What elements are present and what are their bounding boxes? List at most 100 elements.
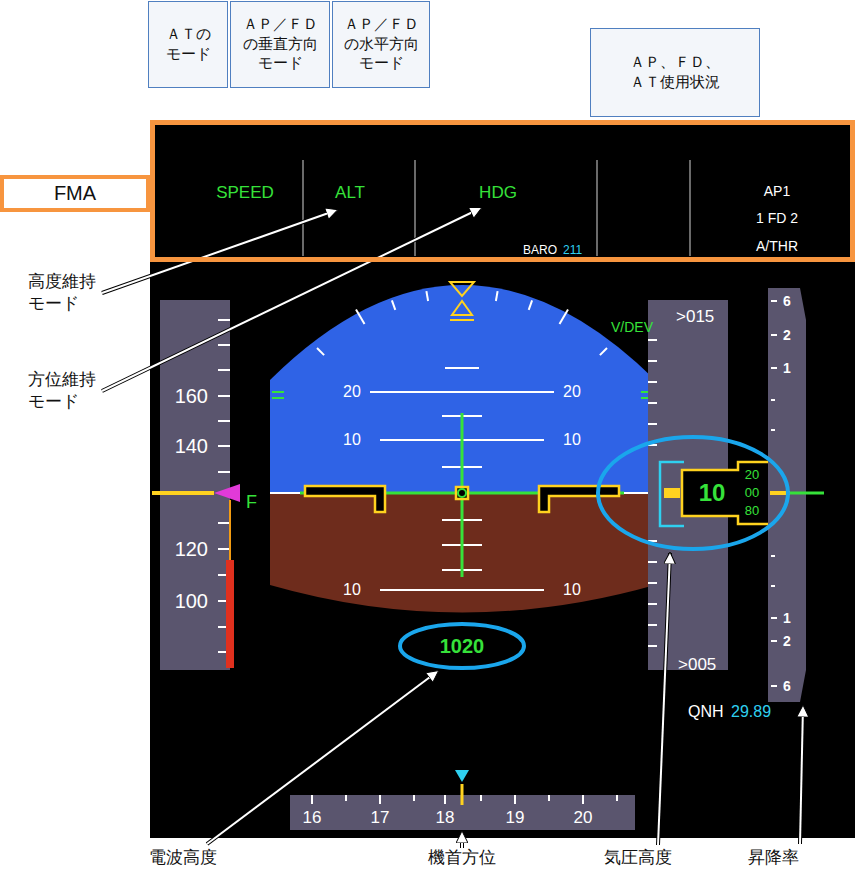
- vertical-speed-tape: [771, 555, 775, 557]
- altitude-tape: [648, 381, 657, 383]
- leader-arrow: [800, 706, 803, 844]
- heading-scale: [461, 784, 464, 805]
- attitude-indicator: [305, 486, 385, 512]
- leader-arrow: [207, 671, 438, 844]
- heading-scale: [548, 795, 550, 801]
- leader-arrow: [102, 208, 481, 391]
- fma-tag-box: FMA: [0, 175, 150, 212]
- speed-scale-number: 100: [175, 589, 208, 613]
- heading-scale-number: 16: [303, 808, 322, 828]
- altitude-tape: [648, 340, 657, 646]
- altitude-tape: [664, 488, 680, 498]
- leader-arrow: [102, 208, 481, 391]
- leader-arrow: [102, 210, 337, 293]
- speed-tape: [214, 484, 240, 502]
- pitch-scale-number: 10: [343, 580, 361, 599]
- speed-tape: [218, 522, 230, 524]
- attitude-indicator: [456, 487, 468, 499]
- leader-arrow: [102, 208, 803, 848]
- heading-scale: [311, 795, 313, 804]
- heading-scale-number: 19: [506, 808, 525, 828]
- vertical-speed-tape: [771, 367, 777, 369]
- speed-tape: [218, 548, 230, 550]
- attitude-indicator: [452, 301, 472, 315]
- annotation-label: 電波高度: [149, 848, 217, 868]
- altitude-tape: [648, 339, 657, 341]
- heading-scale: [379, 795, 381, 804]
- speed-tape: [218, 395, 230, 397]
- vertical-speed-tape: [771, 399, 775, 401]
- vertical-speed-number: 1: [783, 360, 791, 377]
- attitude-indicator: [458, 489, 466, 497]
- flap-speed-marker: F: [246, 492, 257, 514]
- altitude-scale-number: >005: [678, 655, 716, 675]
- engagement-status: AP1: [764, 183, 790, 201]
- leader-arrow: [207, 671, 438, 844]
- attitude-indicator: [317, 348, 324, 355]
- vertical-speed-tape: [771, 617, 777, 619]
- heading-scale: [514, 795, 516, 804]
- ellipse-outline: [598, 437, 788, 549]
- attitude-indicator: [445, 367, 479, 369]
- attitude-indicator: [370, 368, 554, 590]
- header-text: ＡＰ、ＦＤ、 ＡＴ使用状況: [629, 53, 722, 92]
- heading-scale: [480, 795, 482, 801]
- annotation-label: 昇降率: [748, 848, 799, 868]
- attitude-indicator: [370, 391, 554, 393]
- heading-scale: [616, 795, 618, 801]
- header-box: ＡＰ／ＦＤ の水平方向 モード: [332, 1, 430, 88]
- baro-reference-label: QNH: [688, 702, 724, 721]
- attitude-indicator: [392, 300, 395, 309]
- altitude-tape: [648, 402, 657, 404]
- attitude-indicator: [450, 282, 474, 296]
- fma-mode-text: ALT: [335, 182, 365, 203]
- attitude-indicator: [272, 392, 653, 398]
- fma-divider: [303, 160, 690, 256]
- vdev-label: V/DEV: [611, 319, 653, 336]
- speed-scale-number: 120: [175, 537, 208, 561]
- heading-scale: [582, 795, 584, 804]
- altitude-tape: [682, 462, 770, 524]
- altitude-tape: [648, 624, 657, 626]
- attitude-indicator: [272, 397, 284, 399]
- attitude-indicator: [426, 291, 428, 301]
- ellipse-outline: [400, 624, 524, 668]
- fma-mode-text: SPEED: [216, 182, 274, 203]
- altitude-scale-number: >015: [676, 307, 714, 327]
- pitch-scale-number: 10: [563, 580, 581, 599]
- heading-scale: [444, 795, 446, 804]
- altitude-drum-digit: 00: [745, 485, 759, 501]
- vertical-speed-tape: [771, 585, 775, 587]
- annotation-label: 気圧高度: [604, 848, 672, 868]
- vertical-speed-tape: [768, 288, 824, 702]
- heading-scale: [290, 770, 635, 830]
- attitude-indicator: [317, 291, 607, 355]
- pitch-scale-number: 10: [343, 430, 361, 449]
- radio-altitude-readout: 1020: [440, 634, 485, 659]
- fma-mode-text: HDG: [479, 182, 517, 203]
- header-box: ＡＰ／ＦＤ の垂直方向 モード: [230, 1, 330, 88]
- speed-tape: [218, 471, 230, 473]
- leader-arrow: [800, 706, 803, 844]
- leader-arrow: [658, 553, 670, 845]
- altitude-tape: [648, 582, 657, 584]
- attitude-indicator: [270, 282, 655, 613]
- annotation-label: 方位維持 モード: [28, 369, 99, 413]
- attitude-indicator: [529, 300, 532, 309]
- highlight-ellipse: 1020: [398, 622, 526, 670]
- baro-setting-value: 29.89: [731, 702, 771, 721]
- heading-scale: [312, 795, 617, 804]
- speed-scale-number: 140: [175, 434, 208, 458]
- speed-tape: [218, 344, 230, 346]
- vertical-speed-number: 6: [783, 678, 791, 695]
- heading-scale-number: 17: [371, 808, 390, 828]
- speed-tape: [218, 420, 230, 422]
- baro-label: BARO: [523, 243, 557, 258]
- heading-scale: [345, 795, 347, 801]
- heading-scale: [413, 795, 415, 801]
- pitch-scale-number: 20: [343, 382, 361, 401]
- pitch-scale-number: 10: [563, 430, 581, 449]
- heading-scale-number: 20: [574, 808, 593, 828]
